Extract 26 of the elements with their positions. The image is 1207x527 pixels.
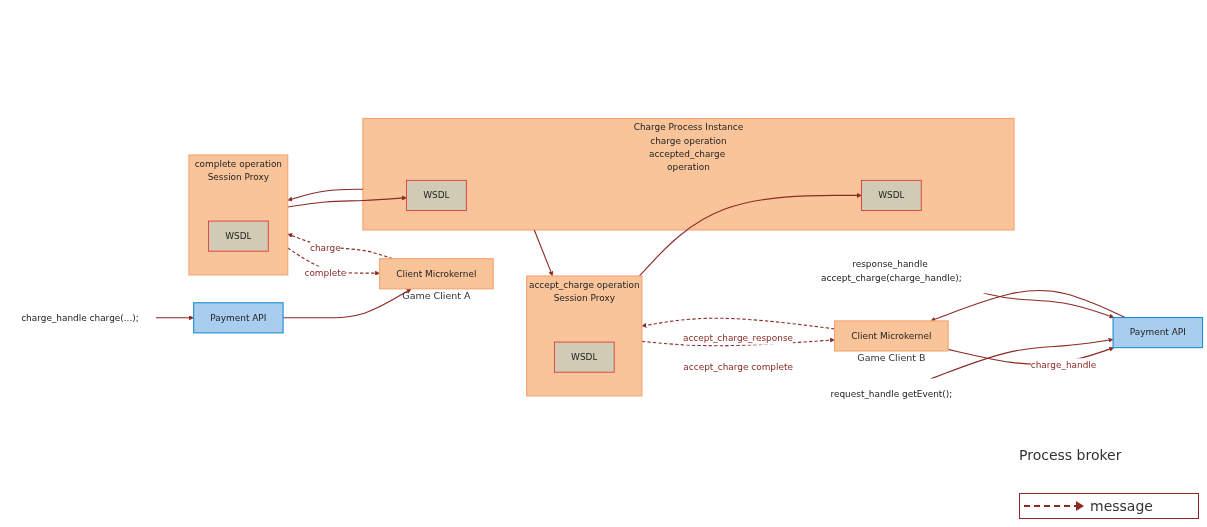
arrow	[154, 315, 194, 321]
edge-label: accept_charge complete	[683, 361, 793, 373]
node-box: WSDL	[554, 341, 615, 373]
node-box: Payment API	[193, 301, 284, 334]
arrow	[930, 289, 1126, 322]
arrow	[638, 192, 862, 277]
arrow	[287, 188, 364, 202]
arrow	[533, 229, 554, 276]
node-box: Client Microkernel	[379, 257, 494, 290]
edge-label: accept_charge_response	[682, 332, 794, 343]
arrow	[287, 195, 407, 208]
legend-label: message	[1090, 498, 1153, 514]
node-box: Payment API	[1112, 316, 1204, 348]
node-box: WSDL	[406, 179, 467, 211]
edge-label: complete	[304, 267, 347, 278]
node-box: WSDL	[208, 220, 269, 252]
edge-label: charge	[309, 242, 341, 254]
node-box: Client Microkernel	[834, 320, 949, 352]
edge-label: charge_handle	[1030, 359, 1097, 370]
node-caption: Game Client A	[402, 289, 471, 301]
node-text: response_handle accept_charge(charge_handle);	[821, 258, 962, 283]
node-text: charge_handle charge(...);	[21, 312, 139, 323]
node-caption: Game Client B	[857, 351, 926, 363]
node-box: WSDL	[861, 179, 922, 211]
label-text: Process broker	[1019, 447, 1123, 463]
node-text: request_handle getEvent();	[830, 388, 953, 399]
